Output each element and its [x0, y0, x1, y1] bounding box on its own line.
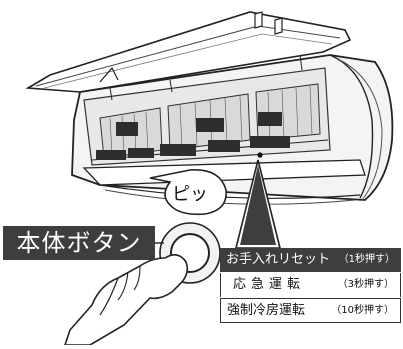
hand-drawing: [63, 254, 189, 346]
body-button-dot: [257, 152, 263, 158]
menu-row-label: お手入れリセット: [226, 252, 331, 267]
menu-row-care-reset: お手入れリセット （1秒押す）: [220, 248, 401, 272]
main-button-label: 本体ボタン: [3, 226, 155, 260]
beep-text: ピッ: [172, 184, 208, 205]
menu-row-emergency: 応急運転 （3秒押す）: [220, 273, 401, 297]
menu-row-hold: （1秒押す）: [338, 254, 395, 265]
menu-row-label: 応急運転: [233, 277, 306, 292]
menu-row-hold: （10秒押す）: [331, 305, 394, 316]
panel-hinge: [254, 11, 263, 29]
menu-row-hold: （3秒押す）: [337, 279, 394, 290]
panel-hinge: [274, 17, 283, 35]
menu-row-label: 強制冷房運転: [227, 303, 306, 318]
speech-bubble: [149, 169, 227, 216]
menu-row-forced-cooling: 強制冷房運転 （10秒押す）: [220, 298, 401, 323]
